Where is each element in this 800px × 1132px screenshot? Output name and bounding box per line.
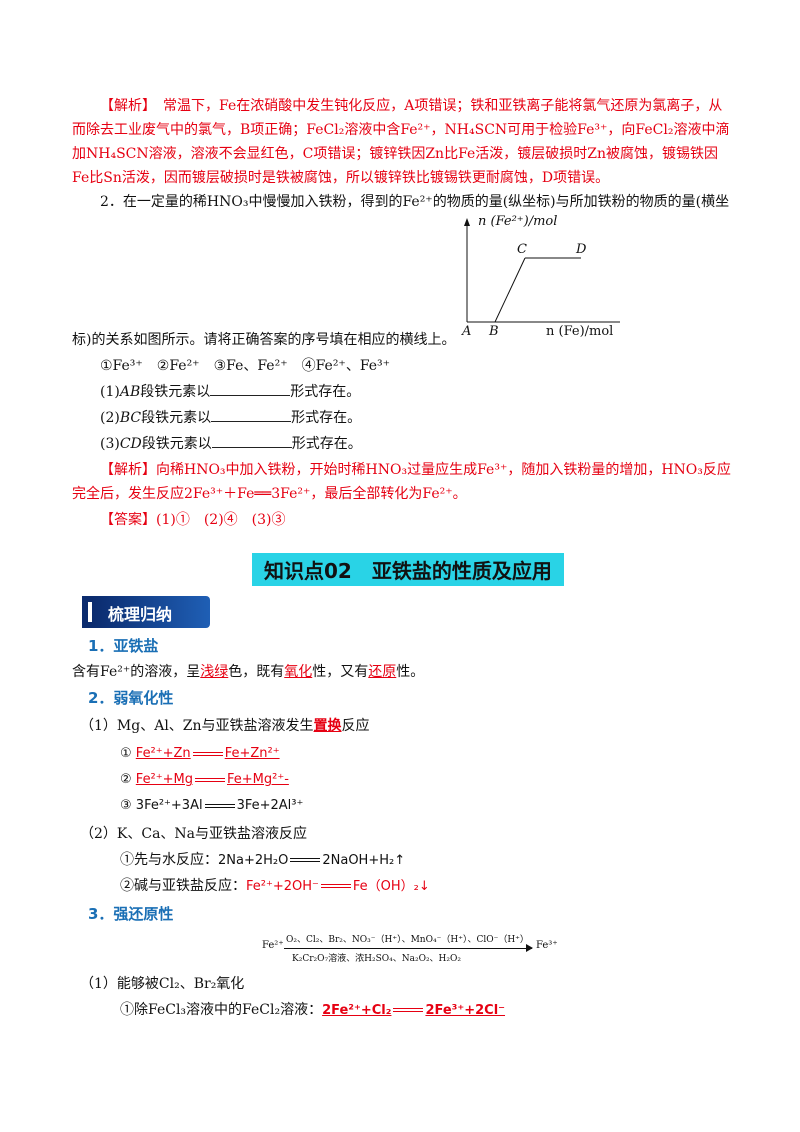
answer-blank[interactable]: [211, 433, 292, 448]
subquestion-2: (2)BC段铁元素以形式存在。: [100, 406, 361, 430]
analysis-line: 完全后，发生反应2Fe³⁺＋Fe══3Fe²⁺，最后全部转化为Fe²⁺。: [72, 486, 467, 502]
answer-line: 【答案】(1)① (2)④ (3)③: [100, 512, 286, 528]
reaction-scheme: Fe²⁺ O₂、Cl₂、Br₂、NO₃⁻（H⁺）、MnO₄⁻（H⁺）、ClO⁻（…: [262, 932, 562, 968]
analysis-line: 而除去工业废气中的氯气，B项正确；FeCl₂溶液中含Fe²⁺，NH₄SCN可用于…: [72, 122, 730, 138]
scheme-right: Fe³⁺: [536, 940, 558, 951]
subsection-title: 2．弱氧化性: [88, 689, 174, 707]
question-text: 标)的关系如图所示。请将正确答案的序号填在相应的横线上。: [72, 332, 456, 348]
fe-graph: [464, 218, 620, 323]
analysis-line: 加NH₄SCN溶液，溶液不会显红色，C项错误；镀锌铁因Zn比Fe活泼，镀层破损时…: [72, 146, 719, 162]
y-axis-label: n (Fe²⁺)/mol: [478, 214, 558, 229]
paragraph: ②碱与亚铁盐反应：Fe²⁺+2OH⁻Fe（OH）₂↓: [120, 878, 430, 894]
point-b-label: B: [489, 324, 499, 339]
paragraph: 含有Fe²⁺的溶液，呈浅绿色，既有氧化性，又有还原性。: [72, 664, 425, 680]
analysis-line: Fe比Sn活泼，因而镀层破损时是铁被腐蚀，所以镀锌铁比镀锡铁更耐腐蚀，D项错误。: [72, 170, 610, 186]
scheme-bottom: K₂Cr₂O₇溶液、浓H₂SO₄、Na₂O₂、H₂O₂: [292, 954, 462, 964]
subquestion-3: (3)CD段铁元素以形式存在。: [100, 432, 362, 456]
banner-label: 梳理归纳: [108, 605, 173, 624]
paragraph: （1）能够被Cl₂、Br₂氧化: [80, 976, 245, 992]
options: ①Fe³⁺ ②Fe²⁺ ③Fe、Fe²⁺ ④Fe²⁺、Fe³⁺: [100, 358, 391, 374]
subsection-title: 1．亚铁盐: [88, 637, 159, 655]
x-axis-label: n (Fe)/mol: [546, 324, 614, 339]
answer-blank[interactable]: [211, 407, 292, 422]
subquestion-1: (1)AB段铁元素以形式存在。: [100, 380, 360, 404]
paragraph: （1）Mg、Al、Zn与亚铁盐溶液发生置换反应: [80, 718, 370, 734]
scheme-left: Fe²⁺: [262, 940, 284, 951]
paragraph: （2）K、Ca、Na与亚铁盐溶液反应: [80, 826, 308, 842]
point-c-label: C: [517, 242, 527, 257]
question-text: 2．在一定量的稀HNO₃中慢慢加入铁粉，得到的Fe²⁺的物质的量(纵坐标)与所加…: [100, 194, 730, 210]
scheme-top: O₂、Cl₂、Br₂、NO₃⁻（H⁺）、MnO₄⁻（H⁺）、ClO⁻（H⁺）: [286, 935, 529, 945]
section-banner: 梳理归纳: [82, 596, 210, 628]
analysis-line: 【解析】 常温下，Fe在浓硝酸中发生钝化反应，A项错误；铁和亚铁离子能将氯气还原…: [100, 98, 723, 114]
answer-blank[interactable]: [210, 381, 291, 396]
point-d-label: D: [576, 242, 587, 257]
section-title: 知识点02 亚铁盐的性质及应用: [252, 553, 564, 586]
scheme-arrow: [284, 948, 532, 949]
subsection-title: 3．强还原性: [88, 905, 174, 923]
point-a-label: A: [462, 324, 472, 339]
analysis-line: 【解析】向稀HNO₃中加入铁粉，开始时稀HNO₃过量应生成Fe³⁺，随加入铁粉量…: [100, 462, 731, 478]
